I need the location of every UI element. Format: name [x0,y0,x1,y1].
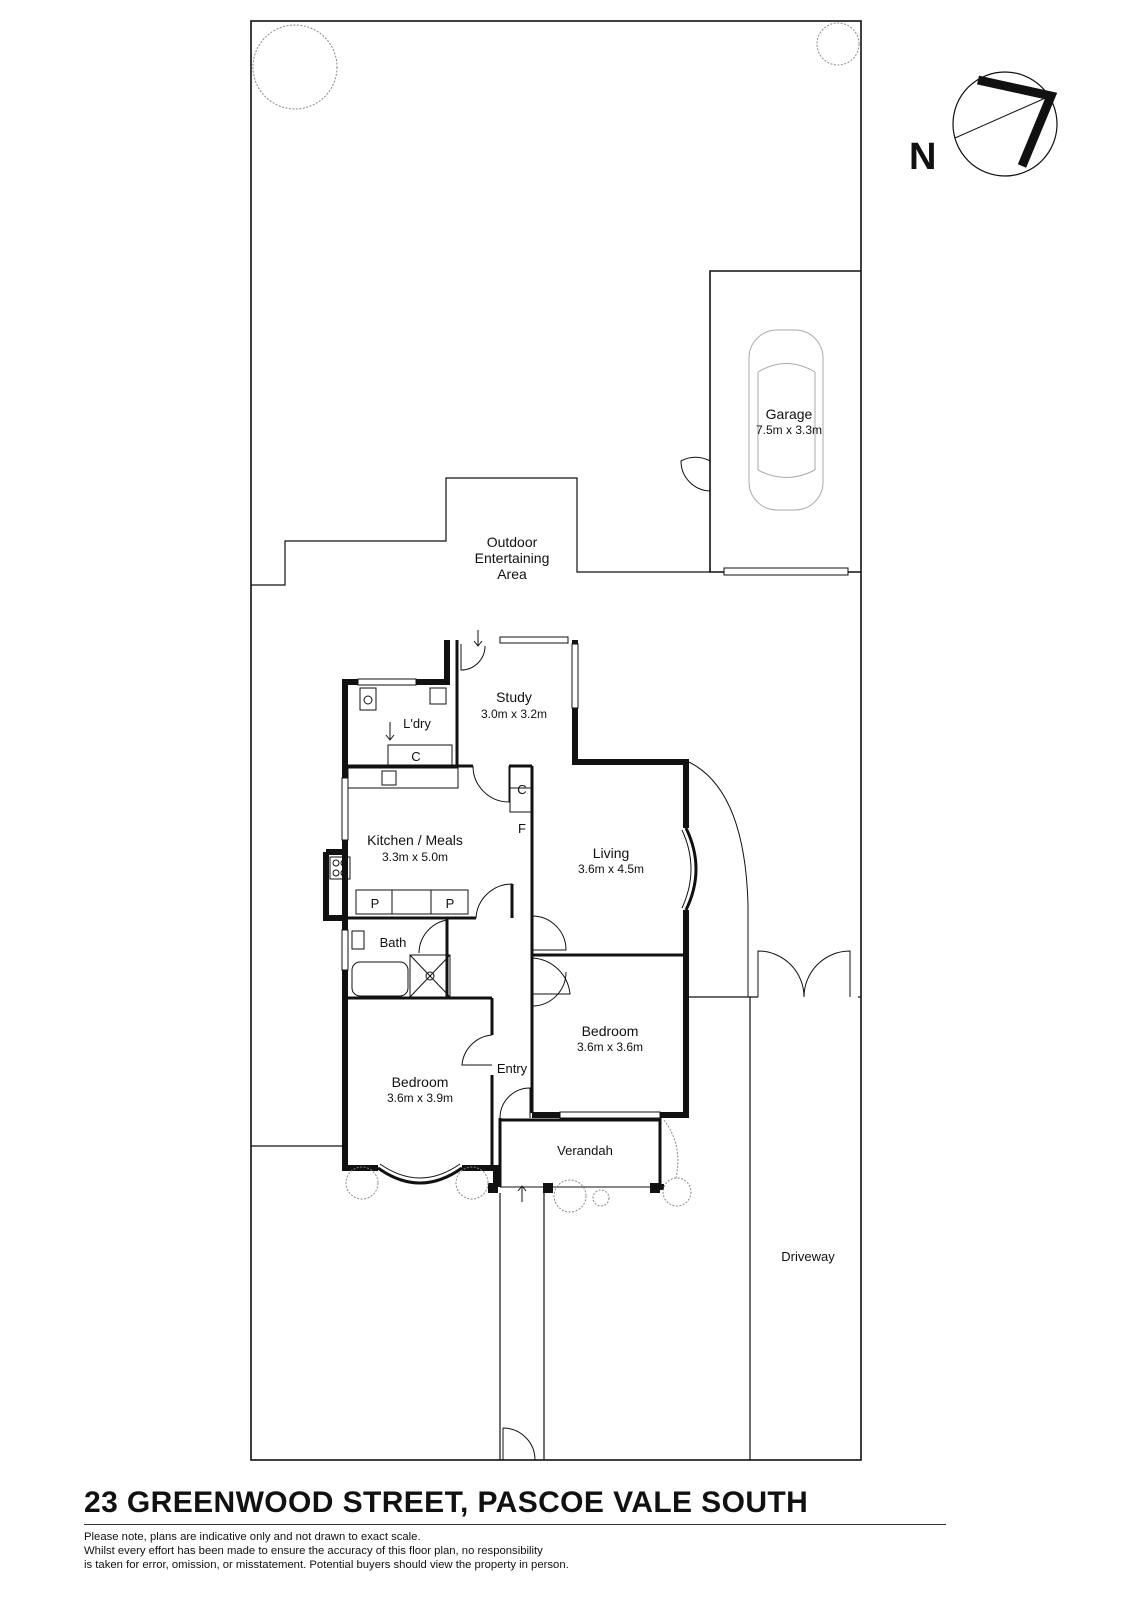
kitchen-door [472,765,510,803]
shrub-icon [345,1119,692,1213]
outdoor-label-1: Outdoor [487,534,538,550]
living-bay-window-inner [681,829,692,909]
outdoor-area-outline [251,477,710,586]
bath-fixtures [351,930,451,998]
kitchen-fixtures [329,765,533,915]
bedroom1-door [531,957,571,995]
garage-side-door [680,456,711,492]
kitchen-dims: 3.3m x 5.0m [382,850,448,864]
entry-name: Entry [497,1061,528,1076]
study-entry-arrow [473,630,483,647]
laundry-name: L'dry [403,716,431,731]
driveway-name: Driveway [781,1249,835,1264]
front-gate [502,1427,536,1461]
living-name: Living [593,845,630,861]
laundry-fixtures [359,687,453,766]
north-arrow-icon [952,71,1058,177]
compass-label: N [909,136,936,178]
bedroom2-door [461,1034,493,1066]
garage-dims: 7.5m x 3.3m [756,423,822,437]
verandah-post [650,1183,660,1193]
living-dims: 3.6m x 4.5m [578,862,644,876]
front-entry-arrow [517,1185,527,1202]
entry-door [499,1087,531,1119]
kitchen-cupboard-label: C [517,782,526,797]
study-name: Study [496,689,532,705]
disclaimer: Please note, plans are indicative only a… [84,1530,784,1572]
outdoor-label-2: Entertaining [475,550,550,566]
bedroom1-dims: 3.6m x 3.6m [577,1040,643,1054]
side-gate [757,950,851,998]
verandah-name: Verandah [557,1143,613,1158]
bedroom1-door-2 [531,971,567,1007]
bedroom2-dims: 3.6m x 3.9m [387,1091,453,1105]
disclaimer-line: is taken for error, omission, or misstat… [84,1559,569,1571]
disclaimer-line: Whilst every effort has been made to ens… [84,1545,543,1557]
verandah-post [488,1183,498,1193]
garage-name: Garage [766,406,813,422]
bath-door [418,919,448,954]
bedroom2-bay-window [377,1166,463,1185]
bedroom1-name: Bedroom [582,1023,639,1039]
car-icon [748,329,824,511]
study-dims: 3.0m x 3.2m [481,707,547,721]
bedroom2-bay-window-inner [379,1163,461,1179]
bedroom2-name: Bedroom [392,1074,449,1090]
garden-curve [688,761,749,997]
kitchen-pantry-label-1: P [371,896,380,911]
outdoor-label-3: Area [497,566,527,582]
property-boundary [250,20,862,1461]
kitchen-name: Kitchen / Meals [367,832,463,848]
laundry-cupboard-label: C [411,749,420,764]
kitchen-fridge-label: F [518,821,526,836]
yard-lines [251,996,861,1460]
tree-icon [252,22,860,110]
verandah-post [543,1183,553,1193]
title-divider [84,1524,946,1525]
bath-name: Bath [380,935,407,950]
hall-door-1 [475,883,513,919]
disclaimer-line: Please note, plans are indicative only a… [84,1531,421,1543]
living-door [531,915,567,951]
study-door [460,644,486,671]
garage-door [723,567,849,576]
property-address-title: 23 GREENWOOD STREET, PASCOE VALE SOUTH [84,1486,809,1519]
floor-plan: N Garage 7.5m x 3.3m Outdoor Entertainin… [250,20,1058,1461]
kitchen-pantry-label-2: P [446,896,455,911]
windows [341,636,661,1119]
laundry-arrow [385,722,395,741]
